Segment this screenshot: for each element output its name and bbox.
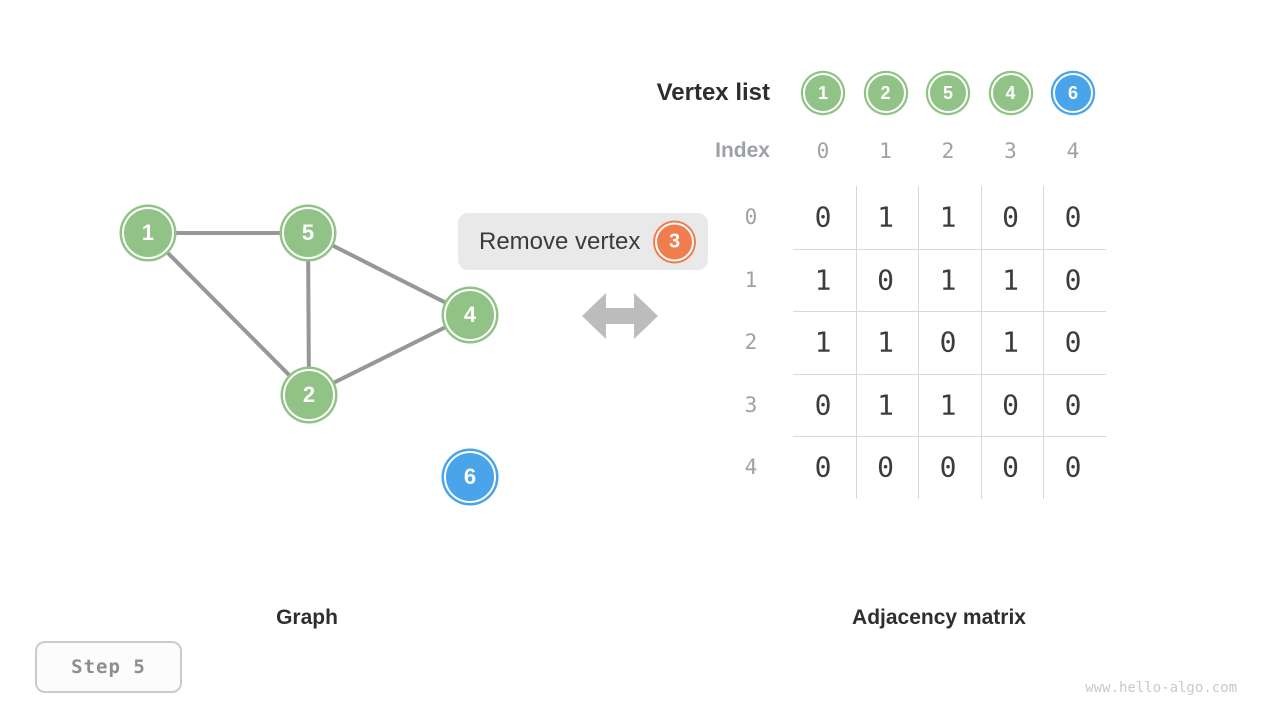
row-index-2: 2 <box>744 330 758 354</box>
step-label: Step 5 <box>71 656 146 678</box>
graph-caption: Graph <box>276 606 338 629</box>
index-label: Index <box>715 139 770 162</box>
matrix-cell-1-3: 1 <box>1002 263 1019 296</box>
remove-vertex-label: Remove vertex <box>479 227 641 255</box>
matrix-cell-3-4: 0 <box>1064 388 1082 421</box>
matrix-cell-2-2: 0 <box>939 325 957 359</box>
graph-node-5: 5 <box>282 207 334 259</box>
matrix-cell-3-1: 1 <box>877 388 894 421</box>
graph-node-6: 6 <box>444 451 496 503</box>
matrix-cell-3-2: 1 <box>939 388 957 421</box>
matrix-cell-0-2: 1 <box>939 200 957 234</box>
grid-vline <box>855 186 857 499</box>
matrix-cell-3-0: 0 <box>814 388 832 421</box>
matrix-cell-2-4: 0 <box>1064 325 1082 359</box>
vertex-list-node-6: 6 <box>1053 73 1093 113</box>
grid-hline <box>793 248 1106 250</box>
adjacency-matrix-caption: Adjacency matrix <box>852 606 1026 629</box>
graph-node-4: 4 <box>444 289 496 341</box>
row-index-1: 1 <box>744 267 758 292</box>
vertex-list-node-2: 2 <box>865 73 906 113</box>
matrix-cell-4-4: 0 <box>1064 450 1082 484</box>
grid-hline <box>793 373 1106 375</box>
matrix-cell-4-2: 0 <box>939 450 957 484</box>
matrix-cell-4-3: 0 <box>1002 450 1019 484</box>
row-index-3: 3 <box>744 392 758 417</box>
matrix-cell-1-1: 0 <box>877 263 894 296</box>
matrix-cell-0-4: 0 <box>1064 200 1082 234</box>
remove-vertex-button[interactable]: Remove vertex 3 <box>458 213 708 270</box>
col-index-2: 2 <box>941 139 955 163</box>
matrix-cell-1-2: 1 <box>939 263 957 296</box>
row-index-4: 4 <box>744 455 758 479</box>
step-badge: Step 5 <box>35 641 182 693</box>
vertex-list-node-5: 5 <box>928 73 968 113</box>
col-index-4: 4 <box>1066 139 1080 163</box>
edge-2-4 <box>308 313 471 397</box>
matrix-cell-0-1: 1 <box>877 200 894 234</box>
vertex-list-node-1: 1 <box>803 73 843 113</box>
graph-node-2: 2 <box>283 369 335 421</box>
col-index-3: 3 <box>1004 139 1017 163</box>
grid-hline <box>793 311 1106 312</box>
col-index-1: 1 <box>879 139 892 163</box>
matrix-cell-2-1: 1 <box>877 325 894 359</box>
grid-vline <box>918 186 919 499</box>
grid-vline <box>980 186 982 499</box>
watermark: www.hello-algo.com <box>1085 680 1237 696</box>
matrix-cell-0-3: 0 <box>1002 200 1019 234</box>
matrix-cell-2-0: 1 <box>814 325 832 359</box>
vertex-list-label: Vertex list <box>656 79 770 106</box>
grid-hline <box>793 436 1106 437</box>
matrix-cell-1-4: 0 <box>1064 263 1082 296</box>
vertex-list-node-4: 4 <box>990 73 1031 113</box>
graph-node-1: 1 <box>122 207 174 259</box>
matrix-cell-4-0: 0 <box>814 450 832 484</box>
grid-vline <box>1043 186 1044 499</box>
row-index-0: 0 <box>744 205 758 229</box>
swap-arrow-icon <box>582 293 658 339</box>
matrix-cell-0-0: 0 <box>814 200 832 234</box>
removed-vertex-badge: 3 <box>655 222 694 261</box>
matrix-cell-4-1: 0 <box>877 450 894 484</box>
col-index-0: 0 <box>816 139 830 163</box>
matrix-cell-2-3: 1 <box>1002 325 1019 359</box>
matrix-cell-1-0: 1 <box>814 263 832 296</box>
edge-1-2 <box>146 231 311 397</box>
matrix-cell-3-3: 0 <box>1002 388 1019 421</box>
